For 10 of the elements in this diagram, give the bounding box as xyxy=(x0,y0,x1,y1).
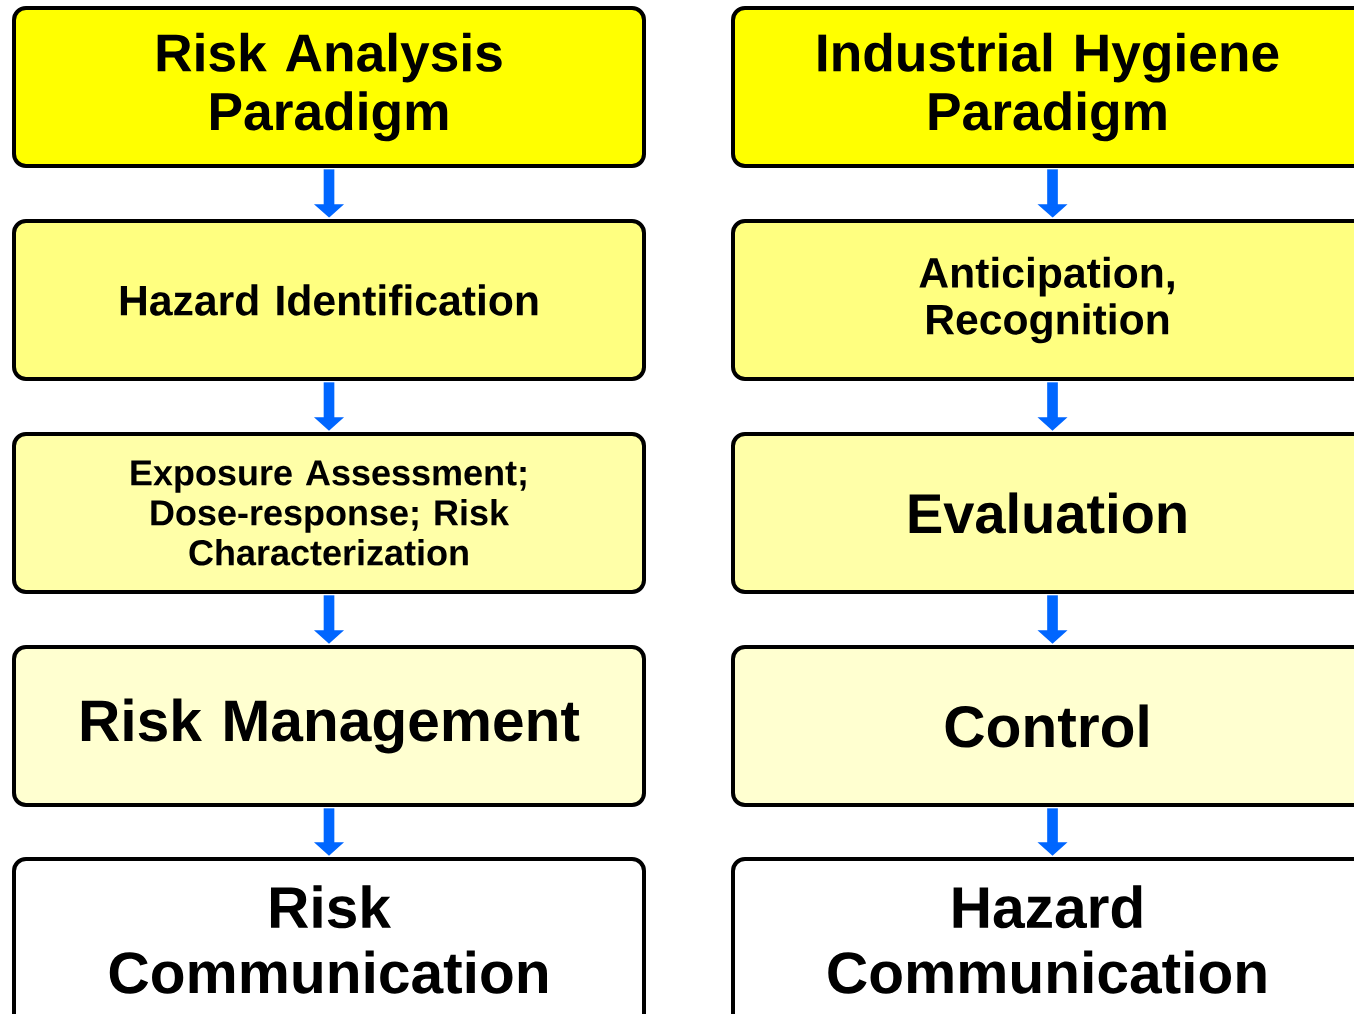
process-box: Anticipation, Recognition xyxy=(731,219,1354,381)
process-box: Hazard Identification xyxy=(12,219,646,381)
process-box: Hazard Communication xyxy=(731,857,1354,1014)
process-box: Evaluation xyxy=(731,432,1354,594)
process-box: Risk Communication xyxy=(12,857,646,1014)
process-box: Risk Analysis Paradigm xyxy=(12,6,646,168)
process-box: Control xyxy=(731,645,1354,807)
process-box: Industrial Hygiene Paradigm xyxy=(731,6,1354,168)
process-box: Exposure Assessment; Dose-response; Risk Characterization xyxy=(12,432,646,594)
process-box: Risk Management xyxy=(12,645,646,807)
